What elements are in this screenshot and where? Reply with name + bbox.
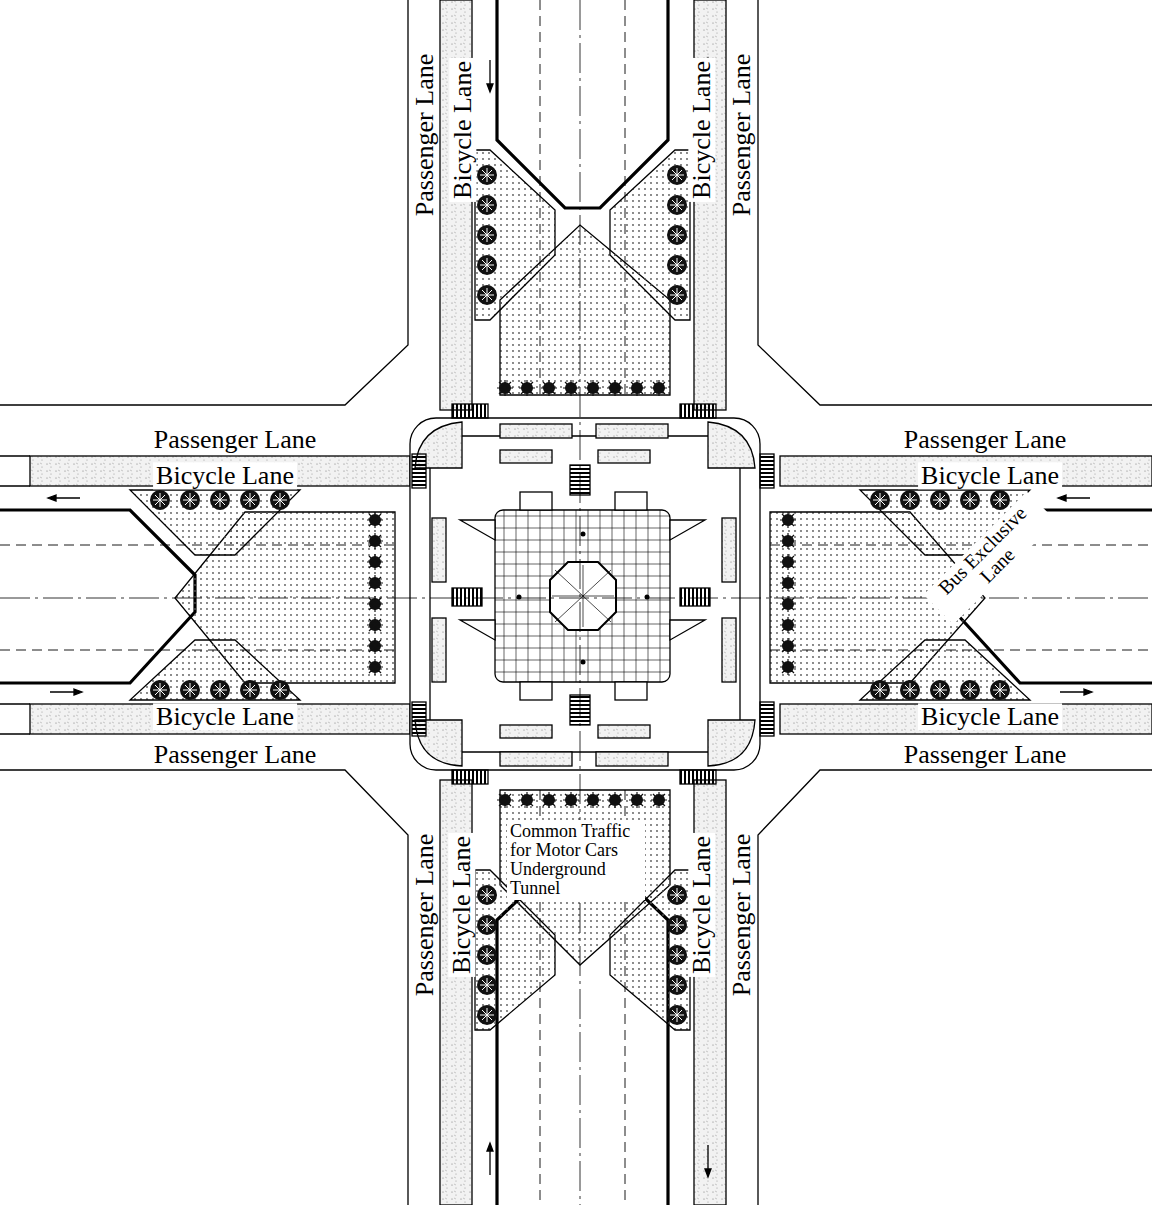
lane-label: Bicycle Lane (449, 58, 476, 202)
lane-label: Passenger Lane (728, 51, 755, 219)
lane-label: Passenger Lane (151, 741, 319, 768)
lane-label: Bicycle Lane (918, 462, 1062, 489)
lane-label: Passenger Lane (901, 426, 1069, 453)
lane-label: Bicycle Lane (918, 703, 1062, 730)
lane-label: Passenger Lane (411, 51, 438, 219)
lane-label: Bicycle Lane (688, 58, 715, 202)
lane-label: Bicycle Lane (448, 833, 475, 977)
lane-label: Bicycle Lane (688, 833, 715, 977)
lane-label: Passenger Lane (411, 831, 438, 999)
lane-label: Passenger Lane (728, 831, 755, 999)
lane-label: Bicycle Lane (153, 462, 297, 489)
lane-label: Common Traffic for Motor Cars Undergroun… (507, 820, 645, 900)
lane-label: Bicycle Lane (153, 703, 297, 730)
lane-label: Passenger Lane (151, 426, 319, 453)
lane-label: Passenger Lane (901, 741, 1069, 768)
